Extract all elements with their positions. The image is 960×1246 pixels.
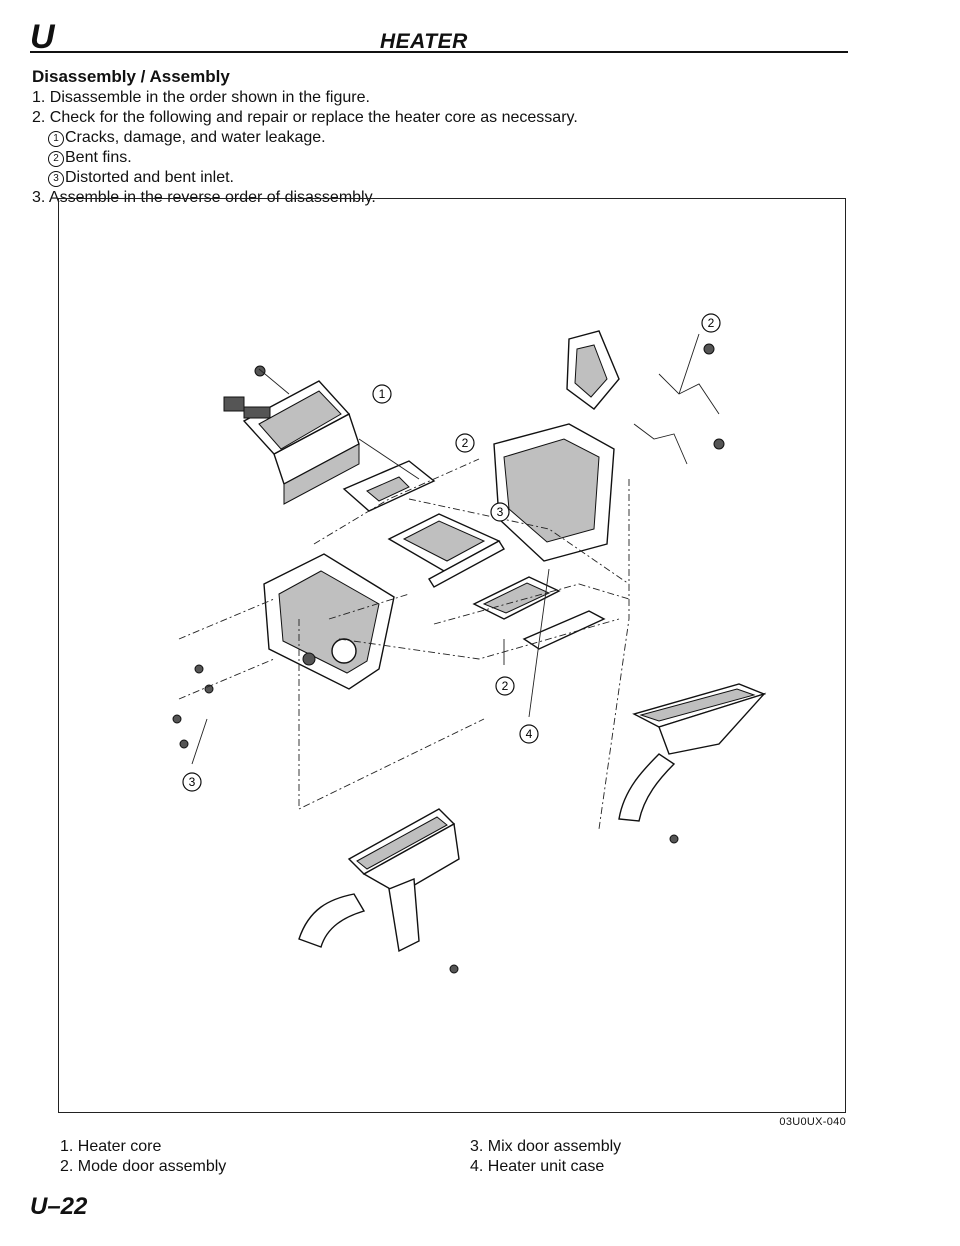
mix-door-drawing <box>387 513 505 588</box>
parts-legend-right: 3. Mix door assembly 4. Heater unit case <box>470 1137 621 1177</box>
heater-exploded-diagram: 1 2 3 2 2 3 4 <box>172 313 767 974</box>
small-door-drawing <box>472 576 606 650</box>
check-item-text: Distorted and bent inlet. <box>65 169 234 186</box>
heater-housing-drawing <box>263 553 395 690</box>
instruction-step-2: 2. Check for the following and repair or… <box>32 109 578 126</box>
callout-number: 4 <box>526 727 533 741</box>
instruction-list: 1. Disassemble in the order shown in the… <box>32 88 732 208</box>
legend-item: 4. Heater unit case <box>470 1158 605 1175</box>
callout-heater-unit-case: 4 <box>519 724 539 744</box>
figure-code: 03U0UX-040 <box>779 1116 846 1128</box>
callout-mix-door-left: 3 <box>182 772 202 792</box>
callout-mode-door-left: 2 <box>455 433 475 453</box>
callout-number: 3 <box>497 505 504 519</box>
check-item-text: Cracks, damage, and water leakage. <box>65 129 326 146</box>
circled-number-marker: 3 <box>48 171 64 187</box>
legend-item: 1. Heater core <box>60 1138 162 1155</box>
linkage-drawing <box>633 343 725 465</box>
check-item-text: Bent fins. <box>65 149 132 166</box>
right-duct-drawing <box>618 683 767 822</box>
callout-mode-door-bottom: 2 <box>495 676 515 696</box>
section-heading: Disassembly / Assembly <box>32 67 230 86</box>
lower-duct-drawing <box>298 808 460 953</box>
instruction-step-3: 3. Assemble in the reverse order of disa… <box>32 189 376 206</box>
assembly-leader-lines <box>178 333 700 830</box>
page-number: U–22 <box>30 1193 88 1220</box>
legend-item: 2. Mode door assembly <box>60 1158 227 1175</box>
parts-legend-left: 1. Heater core 2. Mode door assembly <box>60 1137 226 1177</box>
exploded-view-figure: 1 2 3 2 2 3 4 <box>58 198 846 1113</box>
instruction-step-1: 1. Disassemble in the order shown in the… <box>32 89 370 106</box>
callout-number: 2 <box>462 436 469 450</box>
section-letter: U <box>30 18 55 56</box>
circled-number-marker: 1 <box>48 131 64 147</box>
callout-heater-core: 1 <box>372 384 392 404</box>
circled-number-marker: 2 <box>48 151 64 167</box>
heater-core-drawing <box>223 365 360 505</box>
callout-number: 1 <box>379 387 386 401</box>
callout-number: 2 <box>502 679 509 693</box>
callout-number: 3 <box>189 775 196 789</box>
legend-item: 3. Mix door assembly <box>470 1138 622 1155</box>
callout-number: 2 <box>708 316 715 330</box>
callout-mix-door-center: 3 <box>490 502 510 522</box>
page-title: HEATER <box>380 30 468 53</box>
heater-unit-case-drawing <box>493 330 620 562</box>
mode-door-drawing <box>342 460 436 512</box>
header-divider <box>30 51 848 53</box>
callout-mode-door-right: 2 <box>701 313 721 333</box>
